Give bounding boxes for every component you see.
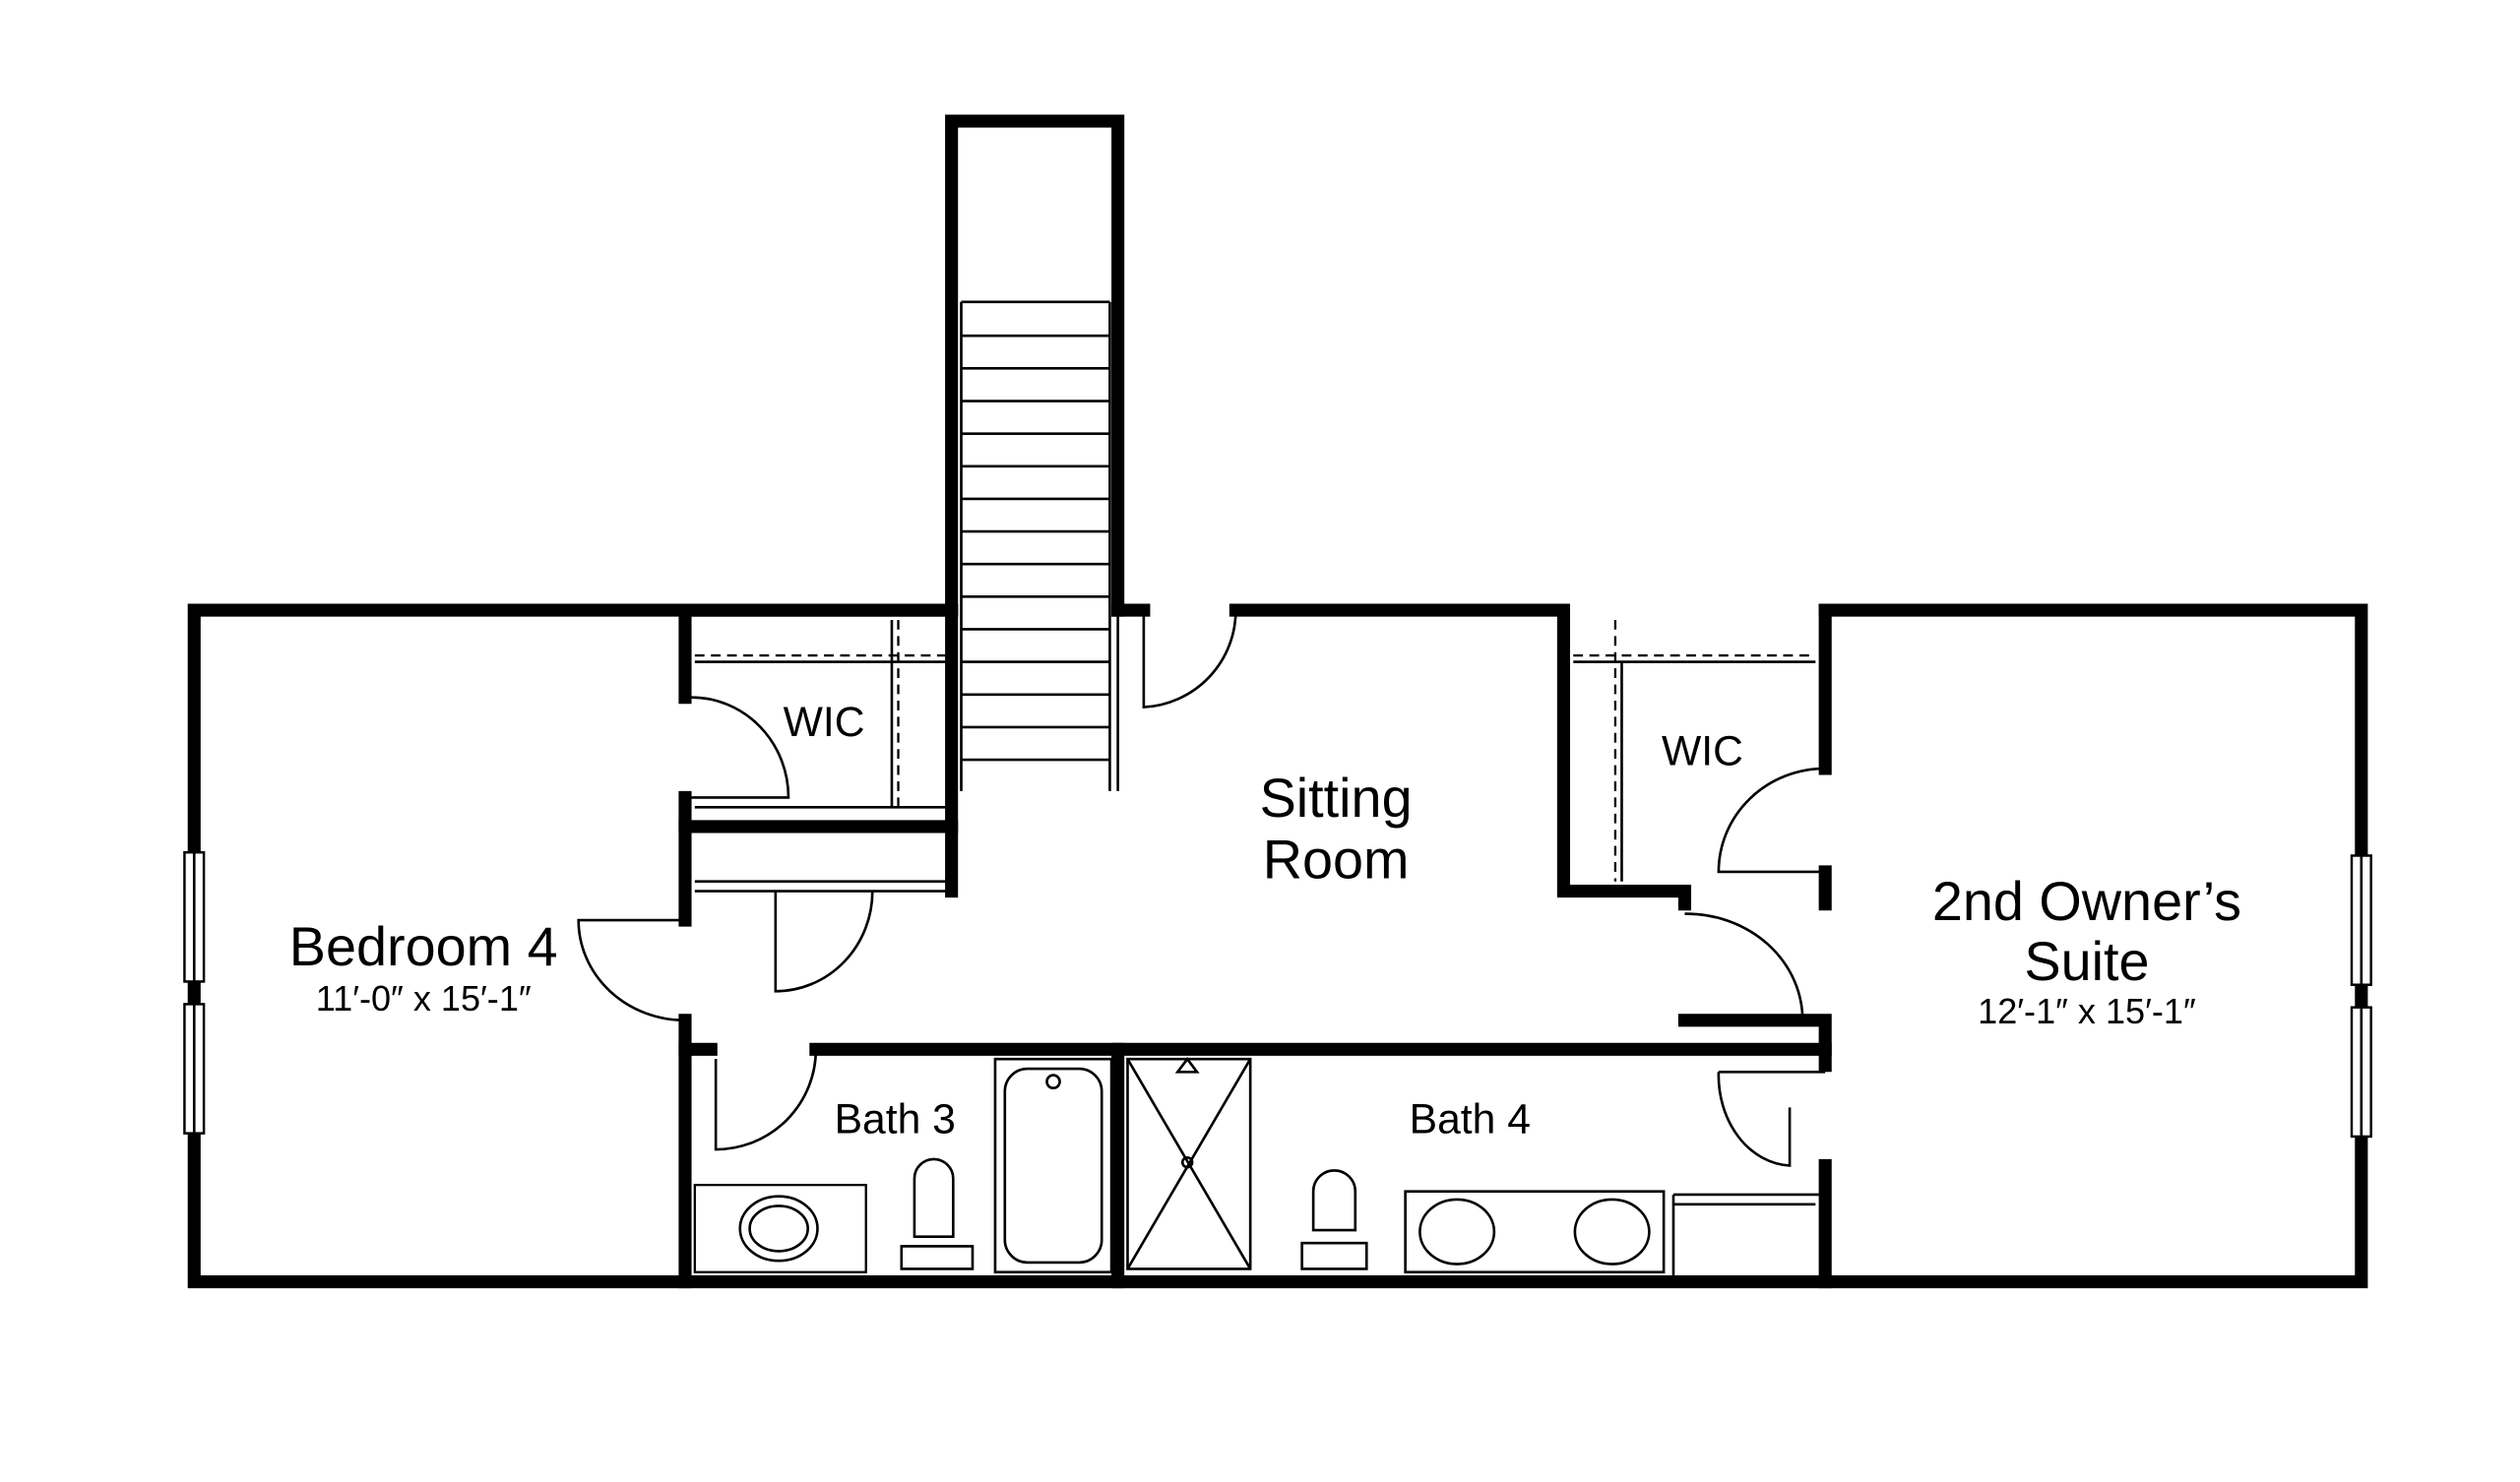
bath4-fixtures <box>1126 1056 1666 1274</box>
room-label-bath-4: Bath 4 <box>1410 1096 1531 1143</box>
room-label-bath-3: Bath 3 <box>835 1096 956 1143</box>
room-dims-owners-suite: 12′-1″ x 15′-1″ <box>1978 991 2196 1031</box>
bath3-fixtures <box>693 1057 1113 1274</box>
exterior-walls <box>187 603 2368 1289</box>
room-label-owners-suite-line2: Suite <box>2024 931 2149 992</box>
room-label-sitting-room-line1: Sitting <box>1260 768 1413 829</box>
room-label-owners-suite-line1: 2nd Owner’s <box>1932 871 2241 932</box>
interior-walls <box>678 603 1832 1289</box>
staircase <box>945 114 1125 898</box>
room-label-wic-left: WIC <box>784 699 865 746</box>
window-right <box>2350 854 2372 1139</box>
room-label-sitting-room-line2: Room <box>1263 829 1410 890</box>
window-left <box>183 850 206 1135</box>
room-dims-bedroom-4: 11′-0″ x 15′-1″ <box>316 978 532 1019</box>
room-label-wic-right: WIC <box>1662 728 1743 775</box>
closet-shelves <box>694 619 1816 882</box>
room-label-bedroom-4: Bedroom 4 <box>289 916 558 977</box>
doors <box>577 610 1826 1167</box>
